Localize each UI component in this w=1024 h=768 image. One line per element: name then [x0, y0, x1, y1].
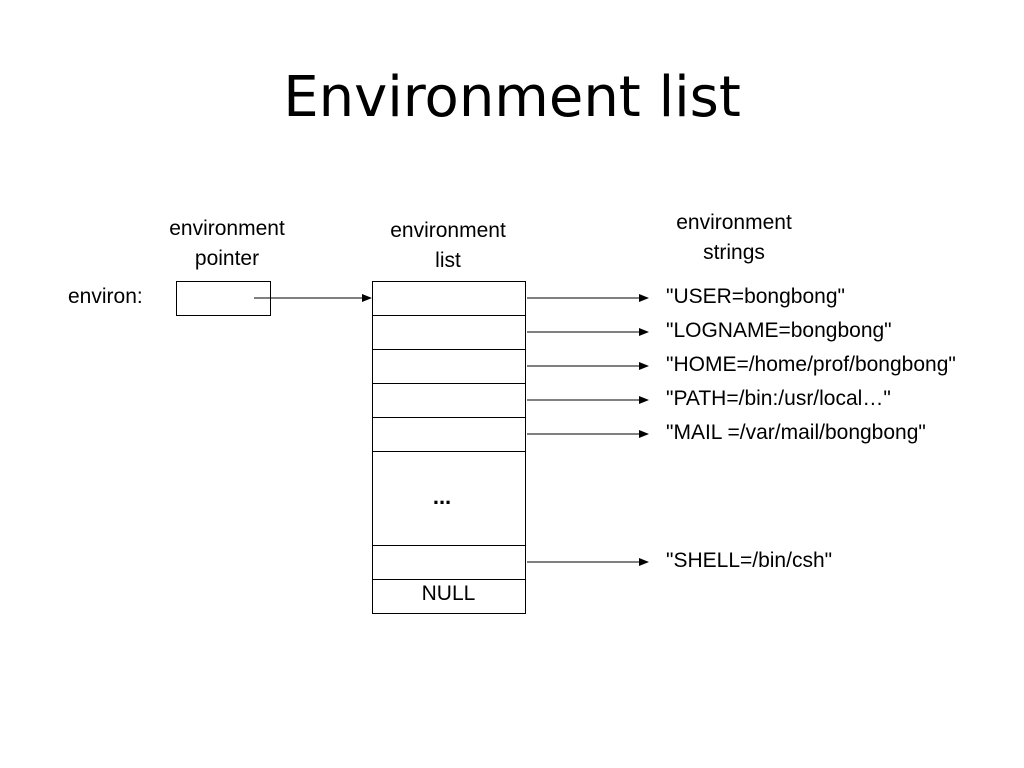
list-outline — [372, 281, 526, 614]
env-string-shell: "SHELL=/bin/csh" — [666, 549, 833, 572]
header-line: pointer — [194, 247, 260, 270]
env-string-path: "PATH=/bin:/usr/local…" — [666, 387, 891, 410]
header-line: environment — [676, 211, 792, 234]
header-environment-strings: environment strings — [649, 208, 819, 268]
environ-label: environ: — [68, 285, 143, 308]
header-line: environment — [390, 219, 506, 242]
header-line: strings — [703, 241, 765, 264]
header-line: list — [435, 249, 461, 272]
env-string-logname: "LOGNAME=bongbong" — [666, 319, 892, 342]
header-environment-list: environment list — [363, 216, 533, 276]
environment-list-array — [372, 281, 526, 614]
list-ellipsis: ... — [432, 484, 452, 509]
env-string-user: "USER=bongbong" — [666, 285, 845, 308]
header-environment-pointer: environment pointer — [142, 214, 312, 274]
slide-title: Environment list — [283, 65, 741, 130]
env-string-mail: "MAIL =/var/mail/bongbong" — [666, 421, 926, 444]
header-line: environment — [169, 217, 285, 240]
env-string-home: "HOME=/home/prof/bongbong" — [666, 353, 956, 376]
null-terminator-label: NULL — [421, 582, 476, 605]
